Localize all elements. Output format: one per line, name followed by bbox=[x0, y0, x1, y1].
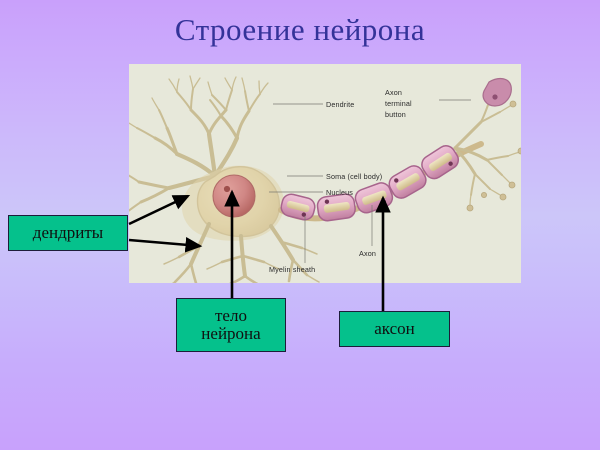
label-axon-terminal-2: terminal bbox=[385, 99, 412, 108]
label-dendrite: Dendrite bbox=[326, 100, 354, 109]
callout-soma[interactable]: тело нейрона bbox=[176, 298, 286, 352]
callout-dendrites-label: дендриты bbox=[32, 222, 104, 242]
label-myelin-sheath: Myelin sheath bbox=[269, 265, 315, 274]
callout-axon-label: аксон bbox=[374, 318, 415, 338]
callout-dendrites[interactable]: дендриты bbox=[8, 215, 128, 251]
page-title: Строение нейрона bbox=[174, 12, 426, 47]
callout-soma-label: тело нейрона bbox=[201, 305, 261, 343]
label-axon-terminal-3: button bbox=[385, 110, 406, 119]
axon-terminal-group bbox=[453, 77, 521, 212]
label-axon: Axon bbox=[359, 249, 376, 258]
terminal-button-shape bbox=[482, 77, 512, 107]
label-soma: Soma (cell body) bbox=[326, 172, 382, 181]
label-nucleus: Nucleus bbox=[326, 188, 353, 197]
label-leader-lines bbox=[269, 99, 471, 263]
neuron-illustration-svg: Dendrite Soma (cell body) Nucleus Axon t… bbox=[129, 75, 521, 283]
callout-axon[interactable]: аксон bbox=[339, 311, 450, 347]
neuron-diagram-panel: Dendrite Soma (cell body) Nucleus Axon t… bbox=[129, 64, 521, 283]
label-axon-terminal-1: Axon bbox=[385, 88, 402, 97]
nucleolus-shape bbox=[223, 185, 231, 193]
axon-group bbox=[278, 141, 484, 222]
nucleus-shape bbox=[212, 174, 256, 218]
